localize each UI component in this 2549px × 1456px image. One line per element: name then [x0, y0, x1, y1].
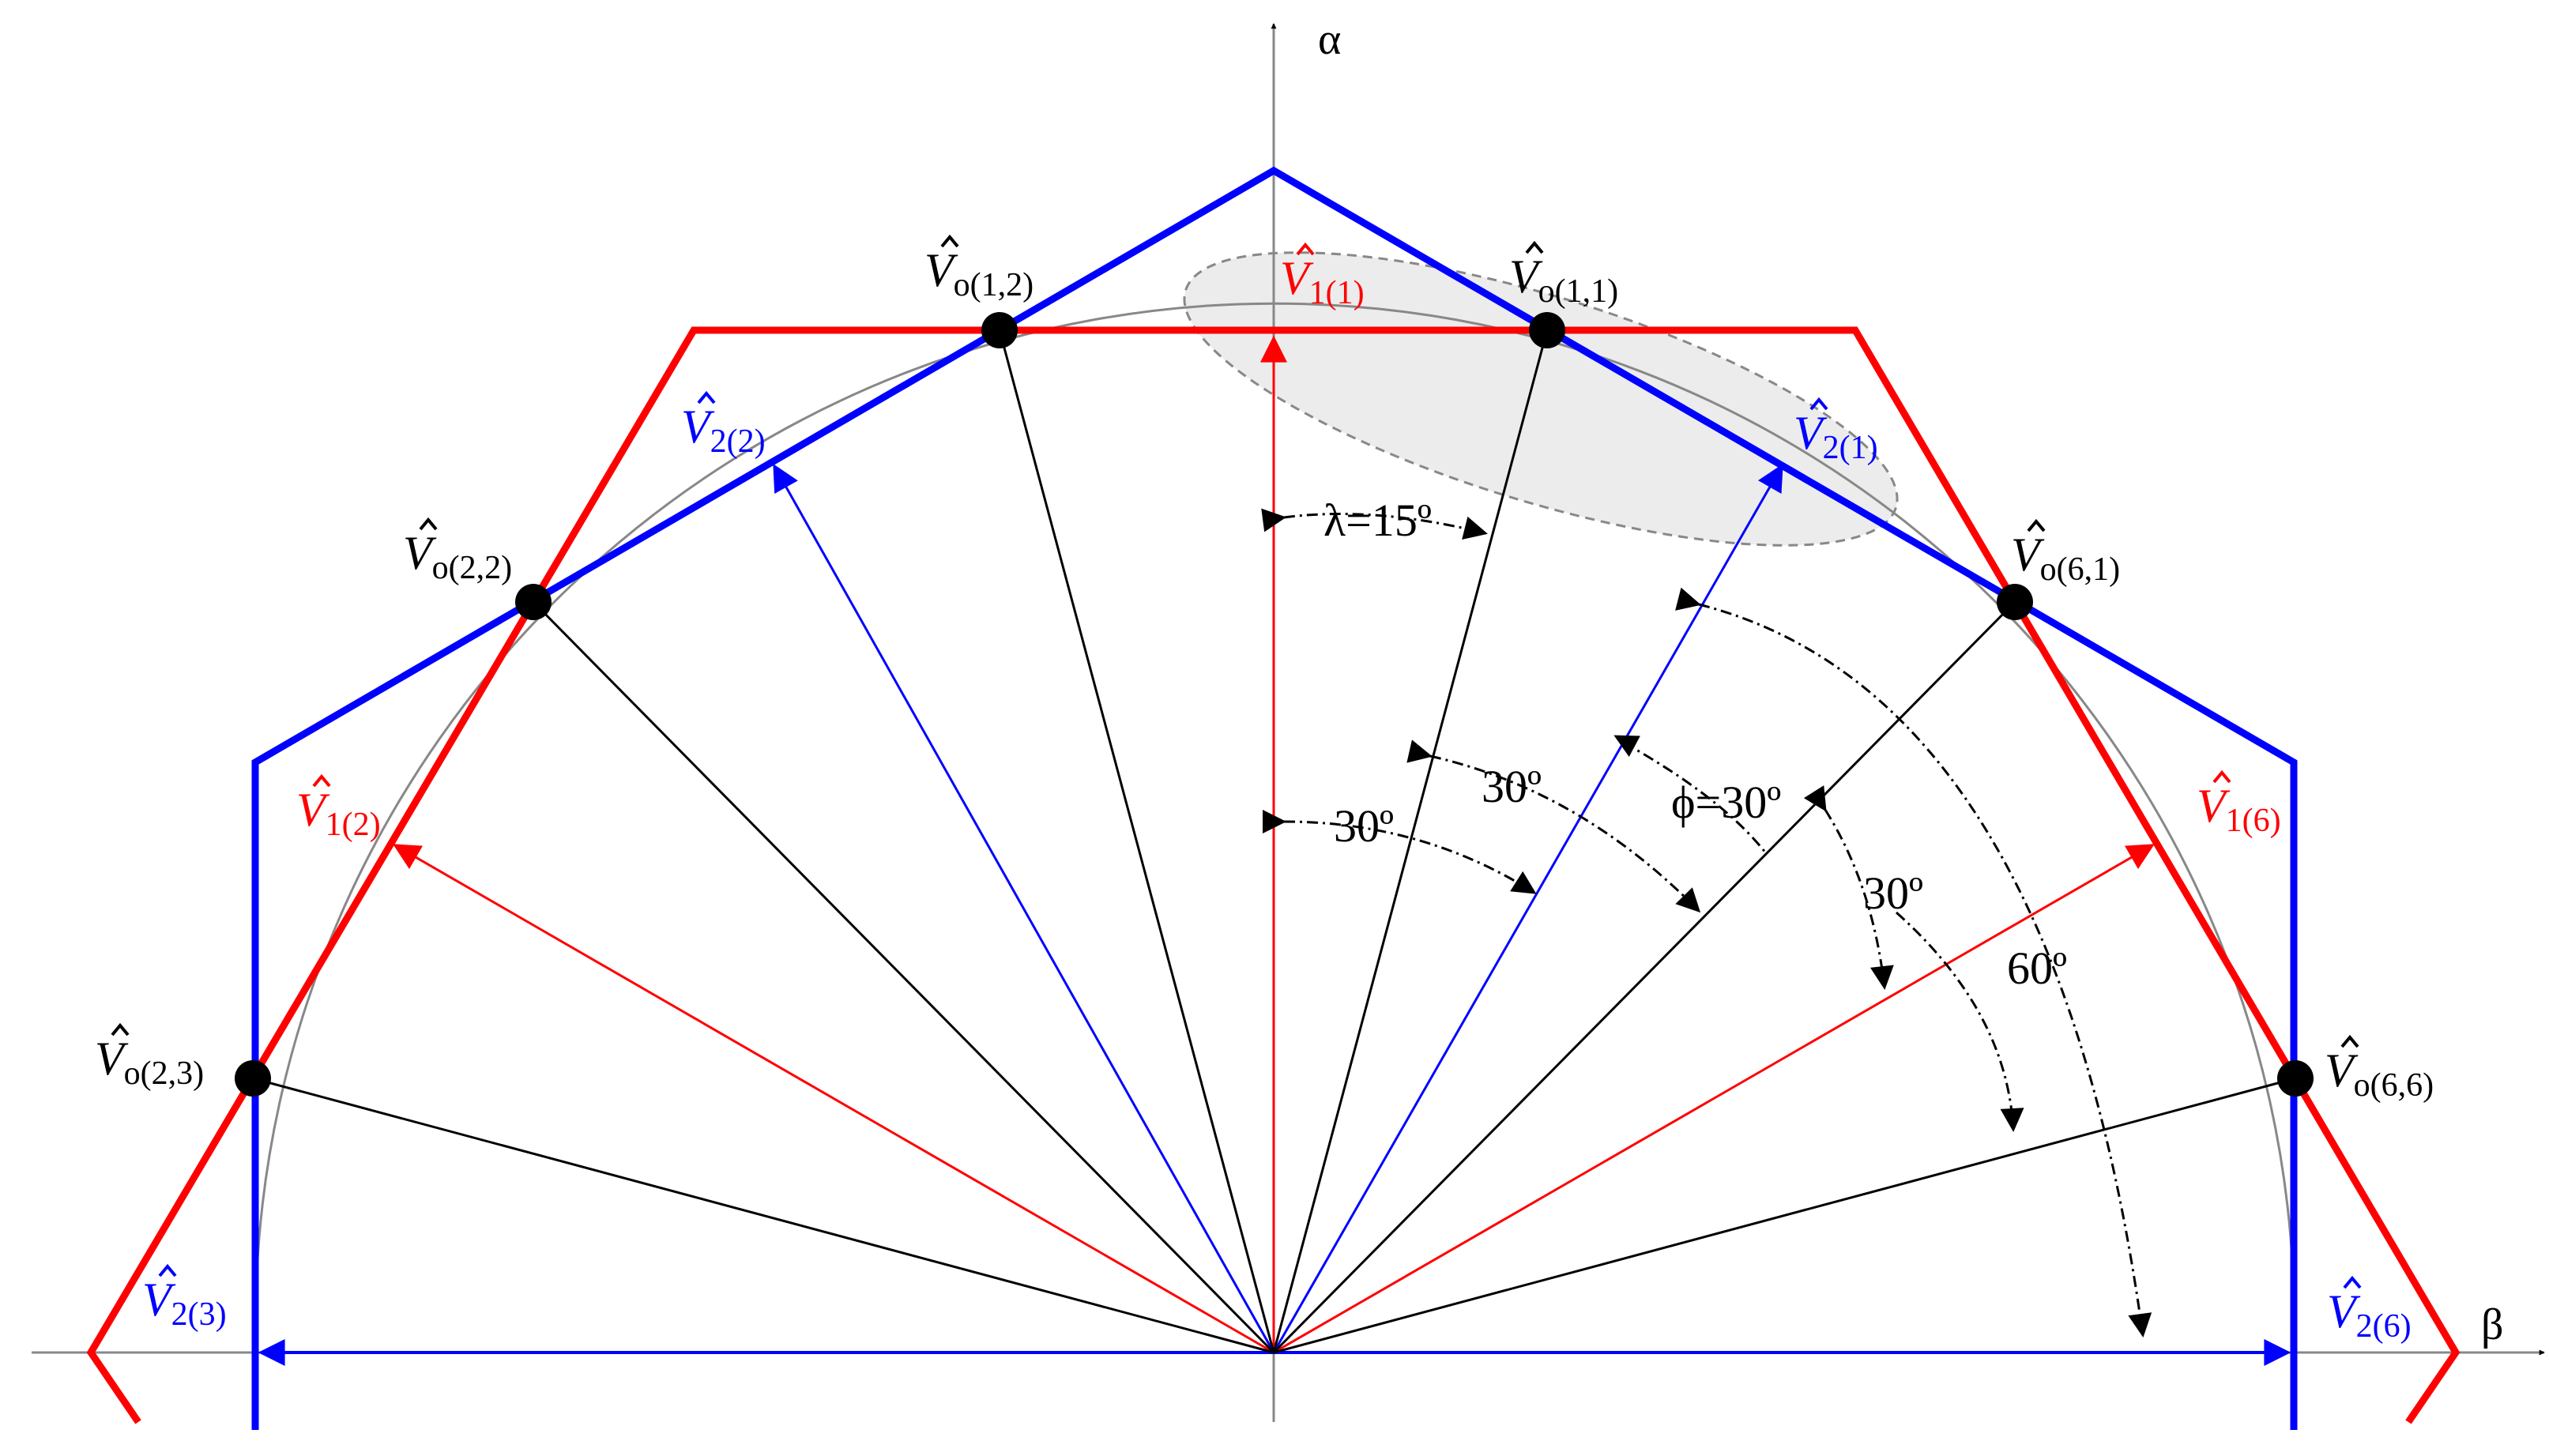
vector-vo-2-3 — [252, 1077, 1274, 1354]
arc-phi-2 — [1613, 735, 1640, 757]
label-vo-6-6: Vo(6,6) — [2325, 1044, 2434, 1104]
blue-hexagon-boundary — [251, 166, 2298, 1430]
label-30-left: 30º — [1334, 800, 1394, 852]
label-v2-6: V2(6) — [2327, 1285, 2412, 1345]
point-vo-6-1 — [1997, 584, 2033, 620]
radial-vectors — [252, 329, 2296, 1366]
arc-60-big — [1675, 587, 2152, 1337]
label-lambda: λ=15º — [1323, 495, 1432, 546]
label-v2-1: V2(1) — [1794, 407, 1878, 466]
highlight-ellipse — [1183, 251, 1899, 547]
label-vo-6-1: Vo(6,1) — [2011, 529, 2120, 588]
angle-arcs — [1261, 508, 2152, 1337]
point-vo-2-3 — [235, 1060, 271, 1097]
arc-lambda — [1261, 508, 1488, 540]
alpha-label: α — [1318, 15, 1341, 64]
label-v1-1: V1(1) — [1280, 252, 1365, 311]
vector-vo-1-1 — [1272, 329, 1549, 1353]
vector-v1-6 — [1273, 844, 2155, 1354]
arc-60-small — [1896, 911, 2024, 1132]
label-30-mid: 30º — [1482, 761, 1542, 812]
vector-labels: V1(1) V1(2) V1(6) V2(1) V2(2) V2(3) V2(6… — [95, 244, 2434, 1345]
point-vo-1-1 — [1529, 312, 1565, 348]
label-vo-1-2: Vo(1,2) — [924, 244, 1034, 303]
label-v2-2: V2(2) — [681, 401, 766, 460]
label-v1-2: V1(2) — [296, 784, 381, 843]
vector-vo-1-2 — [998, 329, 1275, 1353]
label-phi: ϕ=30º — [1671, 777, 1781, 828]
label-60: 60º — [2007, 942, 2067, 994]
label-vo-2-3: Vo(2,3) — [95, 1033, 204, 1092]
label-v2-3: V2(3) — [142, 1274, 227, 1333]
arc-30-left — [1262, 809, 1537, 894]
arc-30-mid — [1406, 739, 1701, 913]
label-vo-2-2: Vo(2,2) — [403, 527, 512, 586]
operating-points — [235, 312, 2314, 1097]
label-30-right: 30º — [1863, 867, 1923, 919]
label-v1-6: V1(6) — [2197, 780, 2281, 839]
red-hexagon-boundary — [86, 326, 2461, 1424]
angle-labels: λ=15º 30º 30º ϕ=30º 30º 60º — [1323, 495, 2067, 994]
vector-v2-1 — [1272, 464, 1783, 1353]
point-vo-1-2 — [981, 312, 1018, 348]
beta-label: β — [2481, 1300, 2504, 1349]
point-vo-2-2 — [515, 584, 552, 620]
hat-accents — [111, 234, 2362, 1289]
vector-vo-6-1 — [1272, 600, 2016, 1354]
vector-v2-2 — [773, 464, 1275, 1353]
vector-v1-2 — [393, 844, 1274, 1354]
vector-vo-6-6 — [1273, 1077, 2296, 1354]
vector-vo-2-2 — [532, 600, 1275, 1354]
label-vo-1-1: Vo(1,1) — [1509, 250, 1618, 310]
point-vo-6-6 — [2277, 1060, 2314, 1097]
